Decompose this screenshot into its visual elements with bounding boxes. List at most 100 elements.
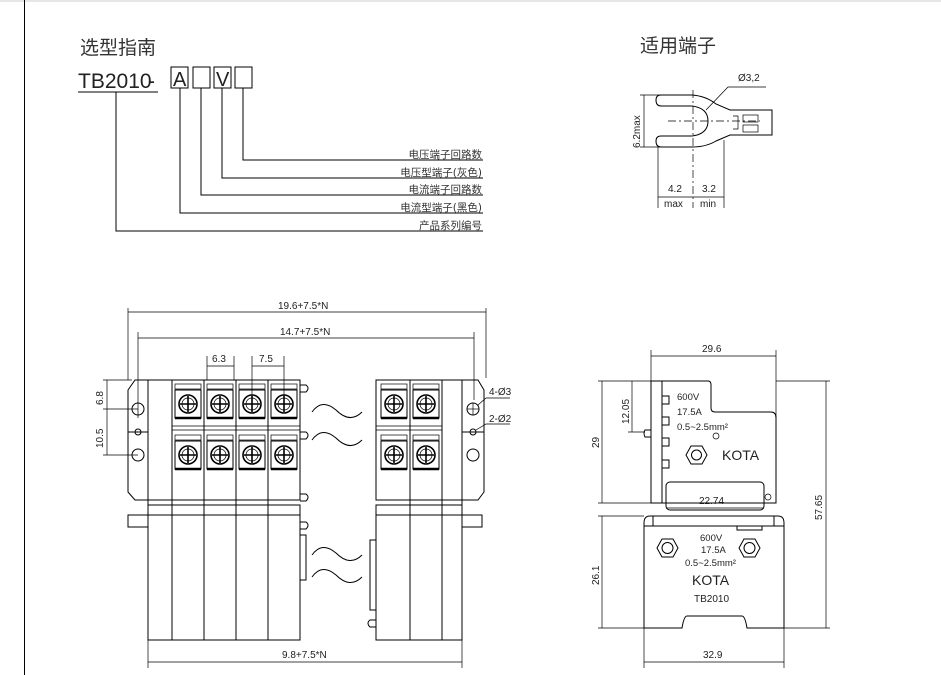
hex-nut-hole	[743, 542, 756, 554]
left-rail-foot	[127, 514, 149, 528]
mount-holes-label: 4-Ø3	[489, 387, 512, 398]
legend-series-number: 产品系列编号	[419, 219, 482, 232]
inner-width-label: 14.7+7.5*N	[280, 327, 330, 338]
legend-voltage-circuits: 电压端子回路数	[409, 148, 483, 161]
screw-icon	[174, 434, 202, 471]
terminal-title: 适用端子	[640, 35, 716, 57]
screw-icon	[206, 383, 234, 420]
crimp-slot-lower	[742, 124, 759, 133]
lower-model: TB2010	[694, 594, 729, 605]
legend-voltage-type: 电压型端子(灰色)	[400, 166, 482, 179]
lower-brand: KOTA	[692, 572, 730, 588]
code-box-1: A	[170, 66, 189, 91]
lower-voltage: 600V	[700, 533, 723, 544]
leader-line-2	[200, 88, 483, 196]
right-block-upper	[375, 379, 485, 501]
right-block-lower	[375, 504, 463, 641]
hex-nut-hole	[661, 542, 674, 554]
screw-terminals-right	[376, 383, 442, 471]
base-width-label: 32.9	[703, 650, 723, 661]
overall-width-label: 19.6+7.5*N	[278, 301, 328, 312]
break-line-icon	[311, 547, 363, 561]
offset-label: 12.05	[621, 399, 632, 424]
right-rail-foot	[461, 514, 483, 528]
side-small-hole-icon	[712, 432, 720, 440]
dim2-note: min	[700, 199, 716, 210]
model-prefix: TB2010	[78, 70, 152, 93]
side-view: 29.6 600V 17.5A 0.5~2.5mm² KOTA 29 12.05…	[591, 344, 830, 668]
screw-terminals-left	[172, 383, 300, 471]
side-lower-body	[643, 515, 785, 629]
code-box-4	[234, 66, 253, 89]
screw-icon	[380, 434, 408, 471]
selection-guide: 选型指南 TB2010 - A V 电压端子回路数 电压型端子(灰色) 电流端子…	[78, 37, 483, 232]
right-side-latch	[369, 539, 377, 611]
mount-hole-icon	[131, 402, 145, 416]
mount-holes-leader	[477, 397, 510, 406]
hole-offset-label: 6.8	[95, 391, 106, 405]
screw-icon	[206, 434, 234, 471]
crimp-slot-upper	[742, 114, 759, 123]
hole-spacing-label: 10.5	[95, 428, 106, 448]
upper-voltage: 600V	[677, 392, 700, 403]
dim1-value: 4.2	[668, 184, 682, 195]
mount-hole-icon	[466, 448, 480, 462]
side-inner-cutout	[665, 481, 765, 511]
lower-wire: 0.5~2.5mm²	[685, 558, 736, 569]
pitch-current-label: 6.3	[212, 354, 226, 365]
screw-icon	[238, 434, 266, 471]
legend-current-circuits: 电流端子回路数	[409, 183, 483, 196]
leader-line-1	[179, 88, 483, 214]
break-line-icon	[311, 432, 363, 446]
left-margin-rule	[24, 0, 25, 675]
side-pin-icon	[300, 493, 309, 502]
screw-icon	[412, 434, 440, 471]
side-ribs	[662, 395, 670, 469]
base-width-label: 9.8+7.5*N	[282, 650, 327, 661]
height-label: 6.2max	[632, 115, 643, 148]
pitch-voltage-label: 7.5	[259, 354, 273, 365]
top-width-label: 29.6	[702, 344, 722, 355]
side-pin-icon	[300, 521, 309, 530]
hex-nut-icon	[685, 445, 708, 465]
leader-line-4	[242, 88, 483, 161]
side-upper-body	[650, 380, 777, 504]
pin-hole-icon	[134, 428, 142, 436]
lower-height-label: 26.1	[591, 565, 602, 585]
mount-hole-icon	[131, 448, 145, 462]
inner-width-label: 22.74	[699, 496, 724, 507]
legend-current-type: 电流型端子(黑色)	[400, 201, 482, 214]
side-pin-icon	[300, 431, 309, 440]
svg-text:V: V	[216, 69, 230, 91]
total-height-label: 57.65	[814, 495, 825, 520]
leader-line-3	[221, 88, 483, 179]
left-block-upper	[127, 379, 301, 501]
screw-icon	[412, 383, 440, 420]
crimp-ribs	[733, 115, 739, 130]
side-pin-icon	[300, 384, 309, 393]
top-border	[0, 0, 941, 2]
leader-line-0	[115, 92, 483, 232]
hex-nut-hole	[691, 449, 702, 461]
upper-current: 17.5A	[677, 407, 702, 418]
front-view: 19.6+7.5*N 14.7+7.5*N 6.3 7.5 6.8 10.5	[95, 301, 512, 668]
side-pin-icon	[643, 429, 652, 438]
pin-holes-leader	[475, 423, 510, 431]
break-line-icon	[311, 404, 363, 418]
model-separator: -	[148, 70, 155, 93]
fork-lug-icon	[655, 94, 773, 148]
screw-icon	[380, 383, 408, 420]
upper-brand: KOTA	[722, 447, 760, 463]
screw-icon	[238, 383, 266, 420]
hole-dia-label: Ø3,2	[738, 73, 760, 84]
upper-wire: 0.5~2.5mm²	[677, 422, 728, 433]
hole-dia-leader	[705, 86, 766, 111]
side-latch	[299, 534, 307, 581]
side-small-hole-icon	[764, 493, 772, 501]
selection-guide-title: 选型指南	[80, 37, 156, 59]
lower-current: 17.5A	[701, 545, 726, 556]
left-block-lower	[147, 504, 301, 641]
dim1-note: max	[664, 199, 683, 210]
screw-icon	[270, 383, 298, 420]
